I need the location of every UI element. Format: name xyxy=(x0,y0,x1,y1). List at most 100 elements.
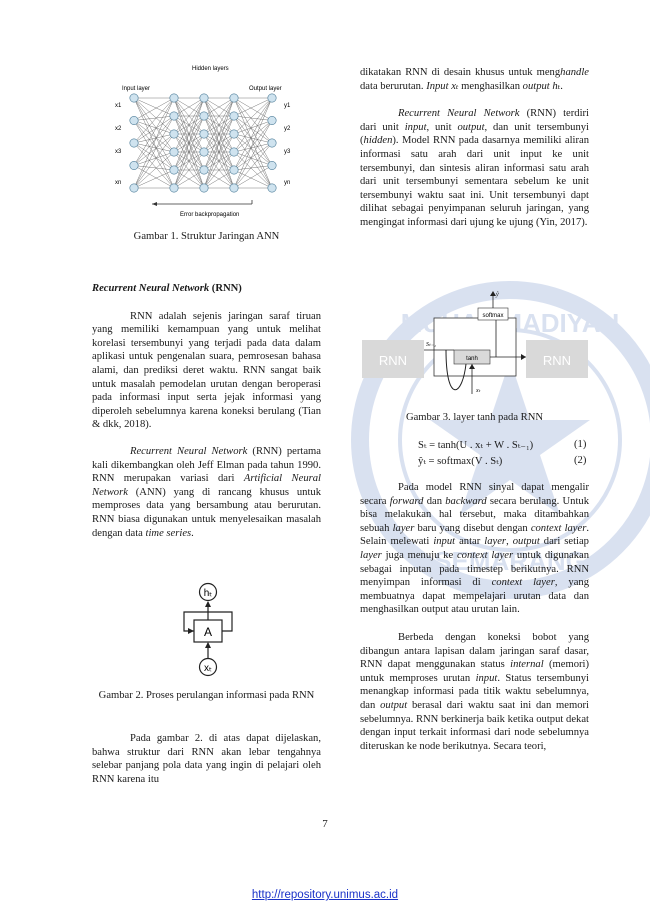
tanh-label: tanh xyxy=(466,356,478,362)
rp4-e: . Status tersembunyi menangkap informasi… xyxy=(360,672,589,711)
ann-connection xyxy=(173,97,205,189)
x-input-label: xₜ xyxy=(475,388,481,394)
left-paragraph-3: Pada gambar 2. di atas dapat dijelaskan,… xyxy=(92,733,321,785)
ann-node-layer-2 xyxy=(199,165,209,175)
rp4-f: output xyxy=(380,699,408,711)
rp3-h: context layer xyxy=(530,522,587,534)
ann-connection xyxy=(233,97,273,171)
ann-connection xyxy=(233,97,273,135)
y-node-3: y3 xyxy=(284,149,291,155)
ann-connection xyxy=(133,97,175,166)
ann-node-layer-0 xyxy=(129,161,139,171)
ann-connection xyxy=(133,165,175,171)
rnn-input-node: xₜ xyxy=(204,663,212,674)
left-column: Recurrent Neural Network (RNN) RNN adala… xyxy=(92,282,321,540)
ann-connection xyxy=(133,115,175,121)
rp3-f: layer xyxy=(392,522,415,534)
repository-link[interactable]: http://repository.unimus.ac.id xyxy=(251,889,399,901)
rnn-output-node: hₜ xyxy=(204,588,213,599)
ann-connection xyxy=(233,115,273,121)
section-heading-rest: (RNN) xyxy=(209,283,242,294)
ann-connection xyxy=(173,133,205,189)
ann-node-layer-0 xyxy=(129,115,139,125)
rp1-f: output hₜ xyxy=(522,80,561,92)
rp2-f: , dan unit tersembunyi ( xyxy=(360,121,589,147)
ann-connection xyxy=(233,133,273,144)
lp2-italic-c: Artificial Neural Network xyxy=(92,473,321,498)
rp3-c: dan xyxy=(423,495,446,507)
rp3-p: layer xyxy=(360,549,382,561)
ann-connection xyxy=(133,142,175,153)
rp2-b: (RNN) terdiri dari unit xyxy=(360,108,590,133)
y-node-n: yn xyxy=(284,180,290,186)
rp3-t: context layer xyxy=(491,577,555,589)
ann-connection xyxy=(203,151,235,189)
rp1-a: dikatakan RNN di desain khusus untuk men… xyxy=(360,67,561,78)
right-paragraph-1: dikatakan RNN di desain khusus untuk men… xyxy=(360,66,589,93)
input-layer-label: Input layer xyxy=(122,86,150,92)
ann-connection xyxy=(233,97,273,144)
section-heading: Recurrent Neural Network (RNN) xyxy=(92,282,321,296)
ann-node-layer-3 xyxy=(229,111,239,121)
ann-connection xyxy=(133,142,175,171)
ann-connection xyxy=(133,133,175,166)
ann-connection xyxy=(203,97,235,135)
rp3-b: forward xyxy=(389,495,424,507)
rp3-d: backward xyxy=(445,495,487,507)
ann-connection xyxy=(133,115,175,189)
rp3-e: secara berulang. Untuk bisa melakukan ha… xyxy=(360,495,590,534)
ann-connection xyxy=(203,169,235,189)
ann-connection xyxy=(233,120,273,153)
ann-connection xyxy=(233,142,273,171)
rp4-a: Berbeda dengan koneksi bobot yang dibang… xyxy=(360,631,589,671)
ann-structure-figure: Hidden layers Input layer Output layer E… xyxy=(112,62,298,222)
rp4-d: input xyxy=(475,672,498,684)
ann-node-layer-2 xyxy=(199,129,209,139)
ann-node-layer-2 xyxy=(199,111,209,121)
ann-connection xyxy=(233,115,273,166)
rnn-left-box: RNN xyxy=(379,353,407,368)
rp3-m: , xyxy=(506,536,513,548)
rp3-a: Pada model RNN sinyal dapat mengalir sec… xyxy=(360,482,589,507)
rp1-d: Input xₜ xyxy=(426,80,459,92)
ann-connection xyxy=(233,120,273,171)
x-node-2: x2 xyxy=(115,126,122,132)
ann-connection xyxy=(233,97,273,121)
ann-connection xyxy=(173,97,205,153)
ann-node-layer-1 xyxy=(169,111,179,121)
figure-1-caption: Gambar 1. Struktur Jaringan ANN xyxy=(133,231,280,242)
rp1-b: handle xyxy=(560,67,589,78)
ann-connection xyxy=(133,115,175,166)
rp3-k: antar xyxy=(455,536,485,548)
ann-connection xyxy=(133,133,175,144)
ann-connection xyxy=(233,151,273,166)
ann-connection xyxy=(133,97,175,189)
ann-node-layer-1 xyxy=(169,165,179,175)
rnn-loop-figure: hₜ A xₜ xyxy=(183,582,233,677)
ann-node-layer-1 xyxy=(169,183,179,193)
rp1-e: menghasilkan xyxy=(458,80,523,92)
ann-node-layer-4 xyxy=(267,183,277,193)
s-prev-label: Sₜ₋₁ xyxy=(426,342,436,348)
ann-node-layer-2 xyxy=(199,183,209,193)
right-paragraph-4: Berbeda dengan koneksi bobot yang dibang… xyxy=(360,631,589,753)
ann-connection xyxy=(173,151,205,189)
rp3-i: . Selain melewati xyxy=(360,522,589,548)
ann-node-layer-2 xyxy=(199,147,209,157)
rp3-o: dari setiap xyxy=(539,536,589,548)
rp3-j: input xyxy=(433,536,456,548)
y-hat-label: ŷ xyxy=(495,292,499,298)
ann-connection xyxy=(133,142,175,189)
ann-node-layer-4 xyxy=(267,138,277,148)
ann-connection xyxy=(133,120,175,135)
ann-connection xyxy=(173,97,205,117)
hidden-layers-label: Hidden layers xyxy=(192,66,229,72)
ann-node-layer-3 xyxy=(229,147,239,157)
ann-node-layer-3 xyxy=(229,129,239,139)
left-paragraph-1: RNN adalah sejenis jaringan saraf tiruan… xyxy=(92,310,321,431)
rp2-a: Recurrent Neural Network xyxy=(398,108,520,120)
ann-connection xyxy=(173,97,205,135)
ann-node-layer-1 xyxy=(169,147,179,157)
lp2-text-d: (ANN) yang di rancang khusus untuk mempr… xyxy=(92,486,321,539)
ann-connection xyxy=(233,165,273,171)
